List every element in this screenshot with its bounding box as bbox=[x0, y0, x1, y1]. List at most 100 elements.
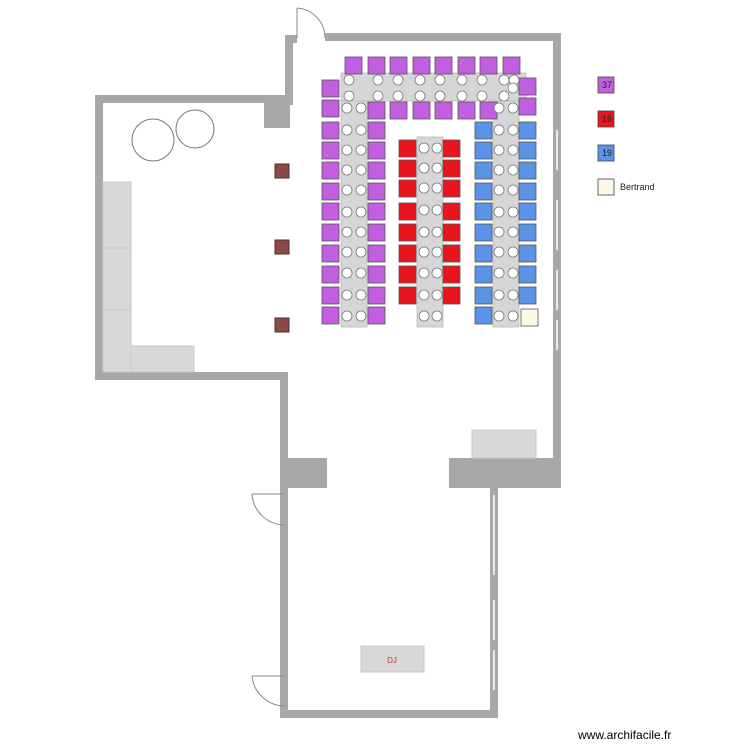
chair bbox=[398, 223, 417, 242]
chair bbox=[442, 159, 461, 178]
dj-table bbox=[360, 645, 425, 673]
plate bbox=[418, 182, 430, 194]
plate bbox=[341, 267, 353, 279]
chair bbox=[518, 223, 537, 242]
plate bbox=[507, 82, 519, 94]
chair bbox=[398, 244, 417, 263]
plate bbox=[341, 102, 353, 114]
plate bbox=[355, 206, 367, 218]
legend-swatch-red bbox=[597, 110, 615, 128]
plate bbox=[507, 144, 519, 156]
plate bbox=[507, 124, 519, 136]
chair bbox=[344, 56, 363, 75]
legend-label: 19 bbox=[602, 148, 612, 158]
plate bbox=[418, 246, 430, 258]
plate bbox=[372, 90, 384, 102]
plate bbox=[355, 184, 367, 196]
chair bbox=[442, 244, 461, 263]
chair bbox=[367, 56, 386, 75]
chair bbox=[321, 141, 340, 160]
chair bbox=[367, 202, 386, 221]
dj-booth: DJ bbox=[360, 645, 425, 673]
chair bbox=[398, 159, 417, 178]
chair bbox=[442, 179, 461, 198]
plate bbox=[476, 90, 488, 102]
left-room-furniture bbox=[102, 109, 215, 373]
wall-lower-bottom bbox=[280, 710, 498, 718]
wall-left-room-bottom bbox=[95, 372, 288, 380]
chair bbox=[457, 101, 476, 120]
plate bbox=[414, 74, 426, 86]
chair bbox=[474, 265, 493, 284]
round-table bbox=[175, 109, 215, 149]
plate bbox=[355, 246, 367, 258]
chair bbox=[442, 223, 461, 242]
plate bbox=[355, 226, 367, 238]
chair bbox=[434, 56, 453, 75]
chair bbox=[321, 99, 340, 118]
chair bbox=[518, 97, 537, 116]
legend: 37 16 19 Bertrand bbox=[597, 76, 655, 196]
side-counter bbox=[102, 309, 132, 373]
chair bbox=[367, 306, 386, 325]
plate bbox=[507, 246, 519, 258]
place-settings bbox=[341, 74, 520, 322]
plate bbox=[343, 74, 355, 86]
bottom-counter bbox=[130, 345, 195, 373]
chair bbox=[474, 244, 493, 263]
side-counter bbox=[102, 247, 132, 311]
plate bbox=[493, 206, 505, 218]
plate bbox=[493, 102, 505, 114]
plate bbox=[431, 142, 443, 154]
chair bbox=[474, 141, 493, 160]
plate bbox=[493, 226, 505, 238]
plate bbox=[431, 162, 443, 174]
chair bbox=[474, 306, 493, 325]
plate bbox=[341, 226, 353, 238]
door-top bbox=[296, 7, 326, 39]
chair bbox=[474, 121, 493, 140]
chair bbox=[518, 265, 537, 284]
plate bbox=[355, 144, 367, 156]
chair bbox=[321, 79, 340, 98]
plate bbox=[431, 310, 443, 322]
chair bbox=[321, 182, 340, 201]
plate bbox=[418, 267, 430, 279]
wall-pillar-mid-left bbox=[280, 458, 327, 488]
chair bbox=[398, 286, 417, 305]
plate bbox=[341, 246, 353, 258]
chair bbox=[442, 286, 461, 305]
column bbox=[274, 317, 290, 333]
chair bbox=[367, 101, 386, 120]
chair bbox=[412, 101, 431, 120]
legend-swatch-blue bbox=[597, 144, 615, 162]
plate bbox=[355, 102, 367, 114]
chair bbox=[518, 202, 537, 221]
plate bbox=[418, 310, 430, 322]
plate bbox=[507, 226, 519, 238]
legend-label: 37 bbox=[602, 80, 612, 90]
plate bbox=[493, 144, 505, 156]
plate bbox=[355, 164, 367, 176]
chair bbox=[457, 56, 476, 75]
plate bbox=[392, 74, 404, 86]
chair bbox=[434, 101, 453, 120]
chair bbox=[367, 286, 386, 305]
doors bbox=[251, 7, 326, 707]
chair bbox=[474, 223, 493, 242]
windows bbox=[493, 130, 558, 690]
watermark: www.archifacile.fr bbox=[577, 728, 671, 742]
plate bbox=[507, 164, 519, 176]
plate bbox=[341, 144, 353, 156]
chair bbox=[474, 286, 493, 305]
chair bbox=[479, 56, 498, 75]
chair bbox=[367, 182, 386, 201]
side-counter bbox=[102, 181, 132, 249]
plate bbox=[341, 124, 353, 136]
chair bbox=[367, 265, 386, 284]
plate bbox=[507, 267, 519, 279]
wall-main-top-b bbox=[325, 33, 561, 41]
plate bbox=[493, 289, 505, 301]
plate bbox=[476, 74, 488, 86]
